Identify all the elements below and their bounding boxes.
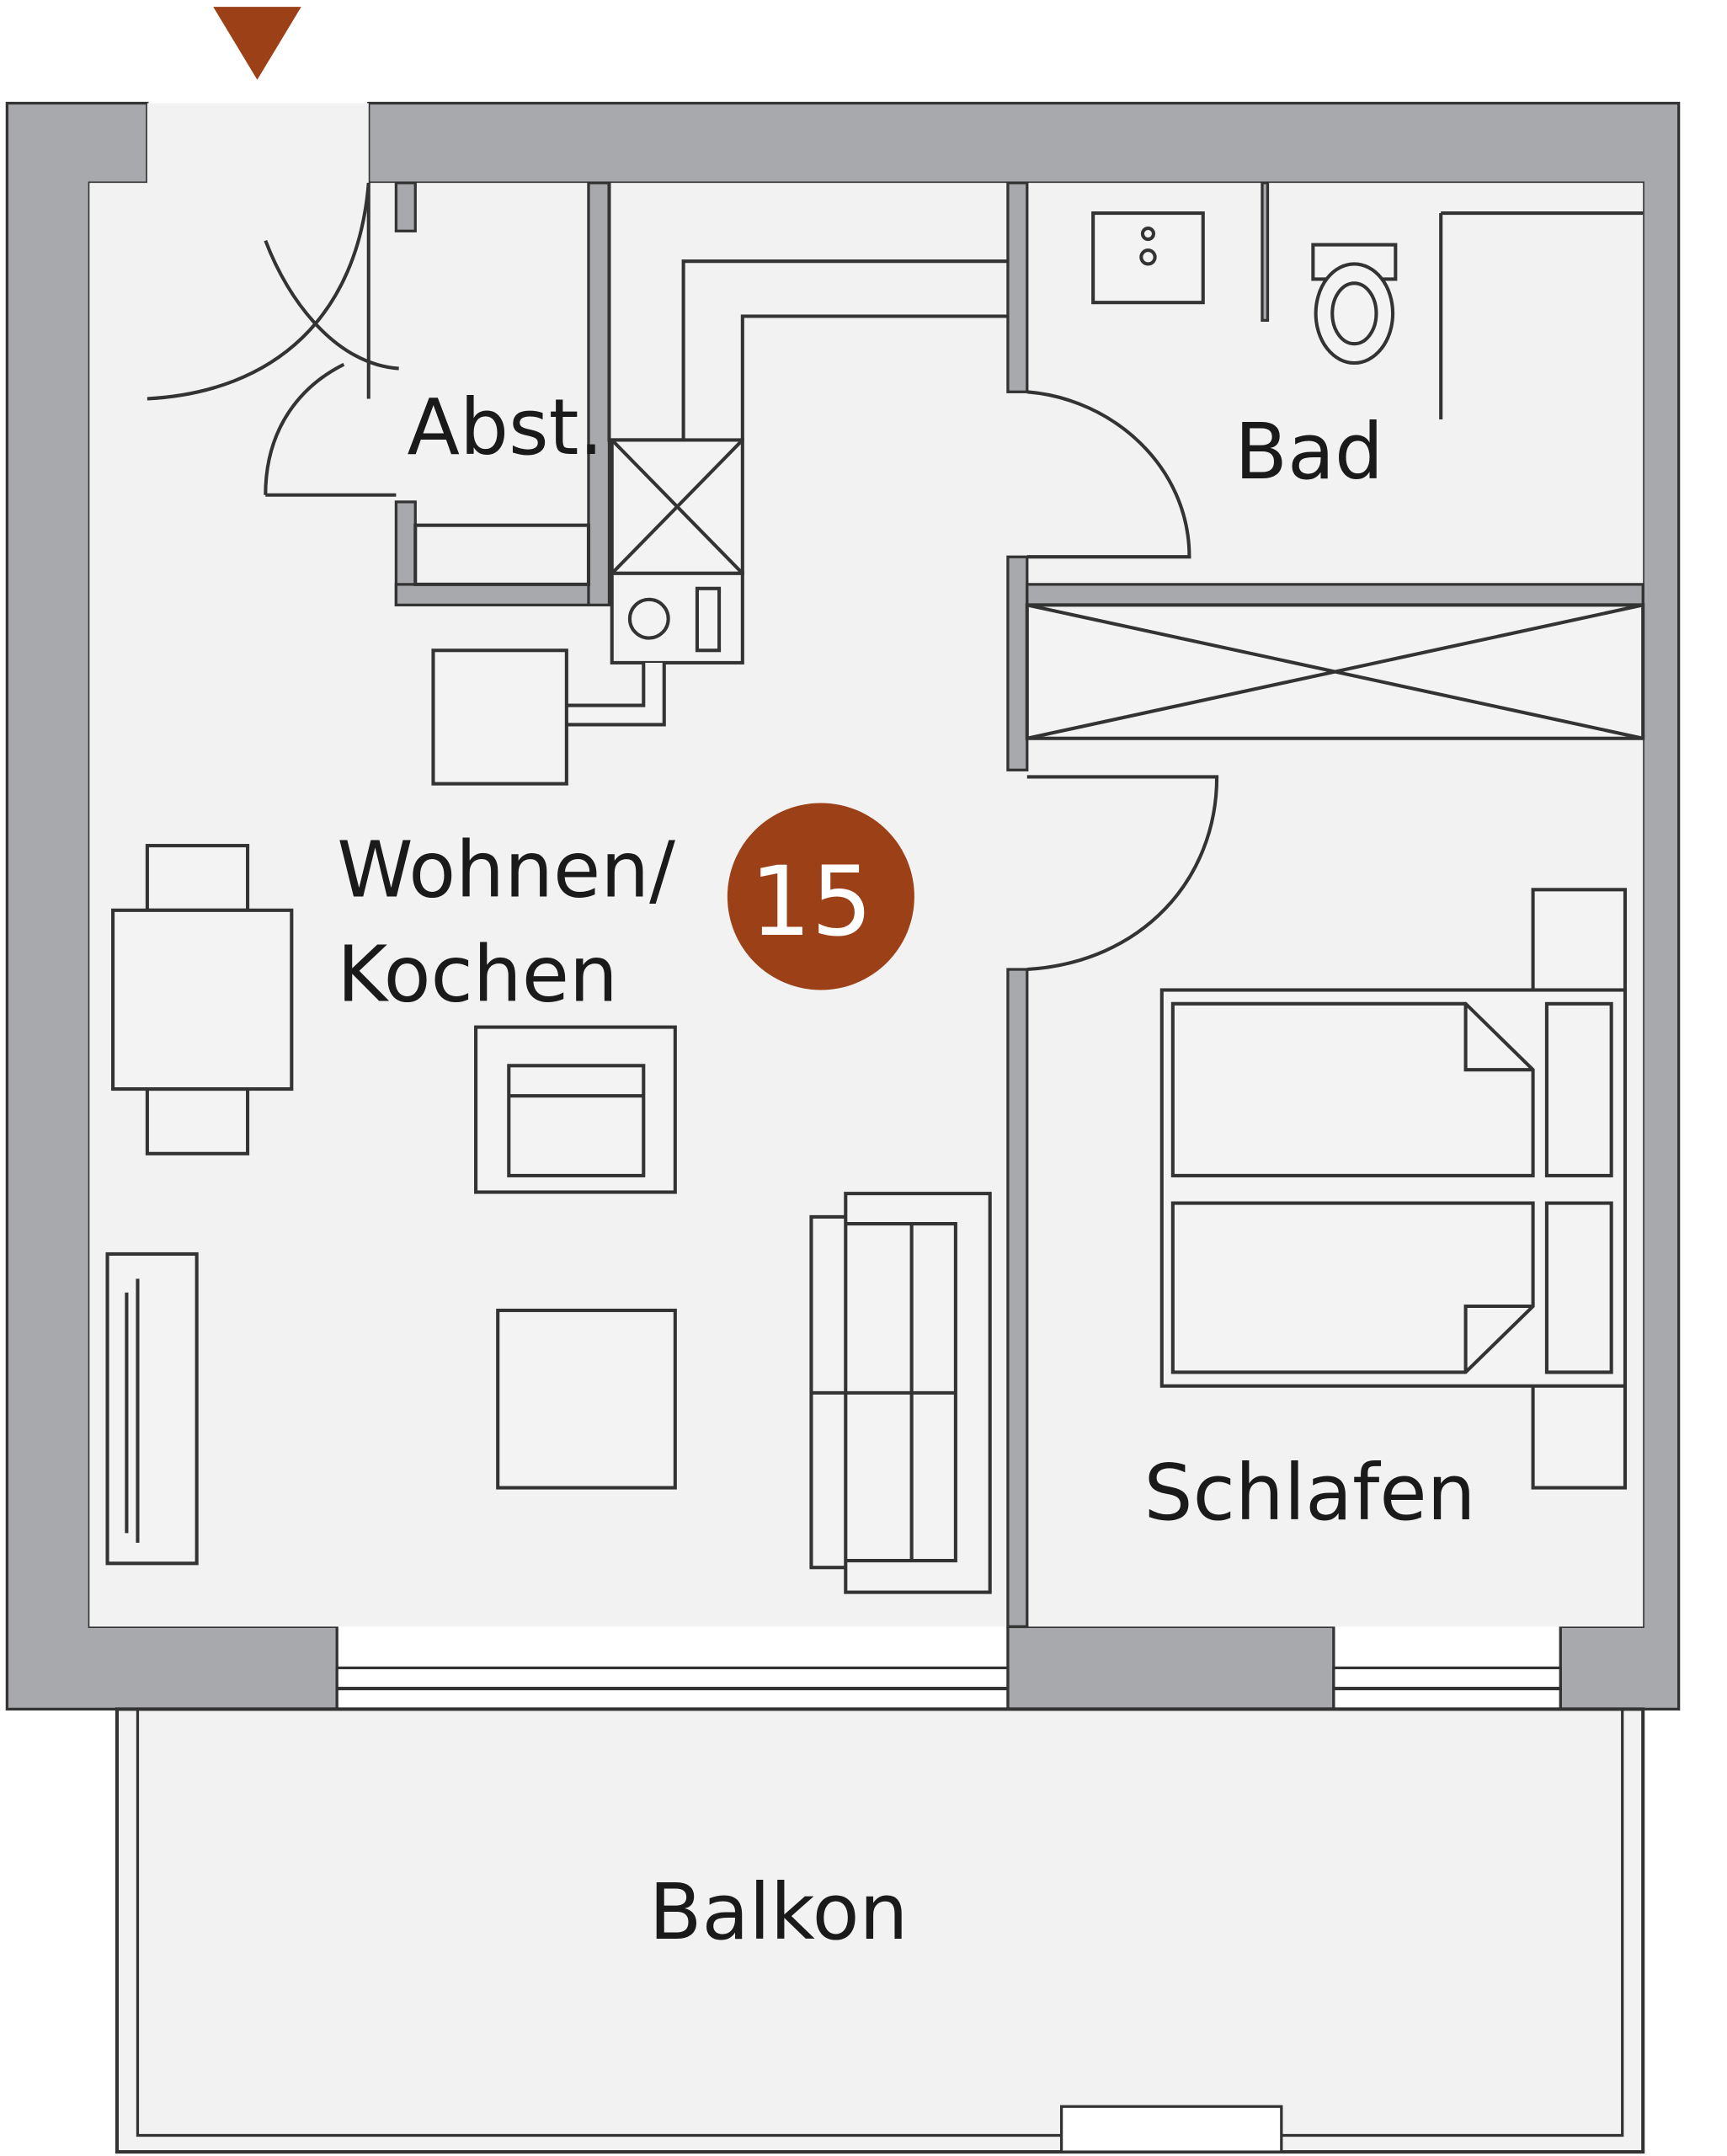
unit-number: 15 (750, 846, 872, 958)
room-label-schlafen: Schlafen (1144, 1448, 1476, 1538)
windows (335, 1666, 1562, 1711)
wardrobe (1025, 603, 1645, 740)
balcony (115, 1707, 1645, 2154)
room-label-wohnen: Wohnen/ (337, 825, 675, 915)
room-label-abstellraum: Abst. (407, 382, 603, 472)
kitchen-unit (431, 183, 1008, 786)
entrance-triangle-icon (213, 7, 301, 80)
double-bed (1159, 888, 1628, 1490)
unit-number-badge: 15 (727, 803, 914, 990)
room-label-bad: Bad (1234, 407, 1383, 497)
bathroom-fixtures (1091, 211, 1644, 419)
living-furniture (105, 844, 992, 1594)
interior-walls (394, 181, 1644, 1629)
room-label-balkon: Balkon (649, 1867, 909, 1957)
room-label-kochen: Kochen (337, 930, 618, 1020)
doors (147, 182, 1219, 972)
